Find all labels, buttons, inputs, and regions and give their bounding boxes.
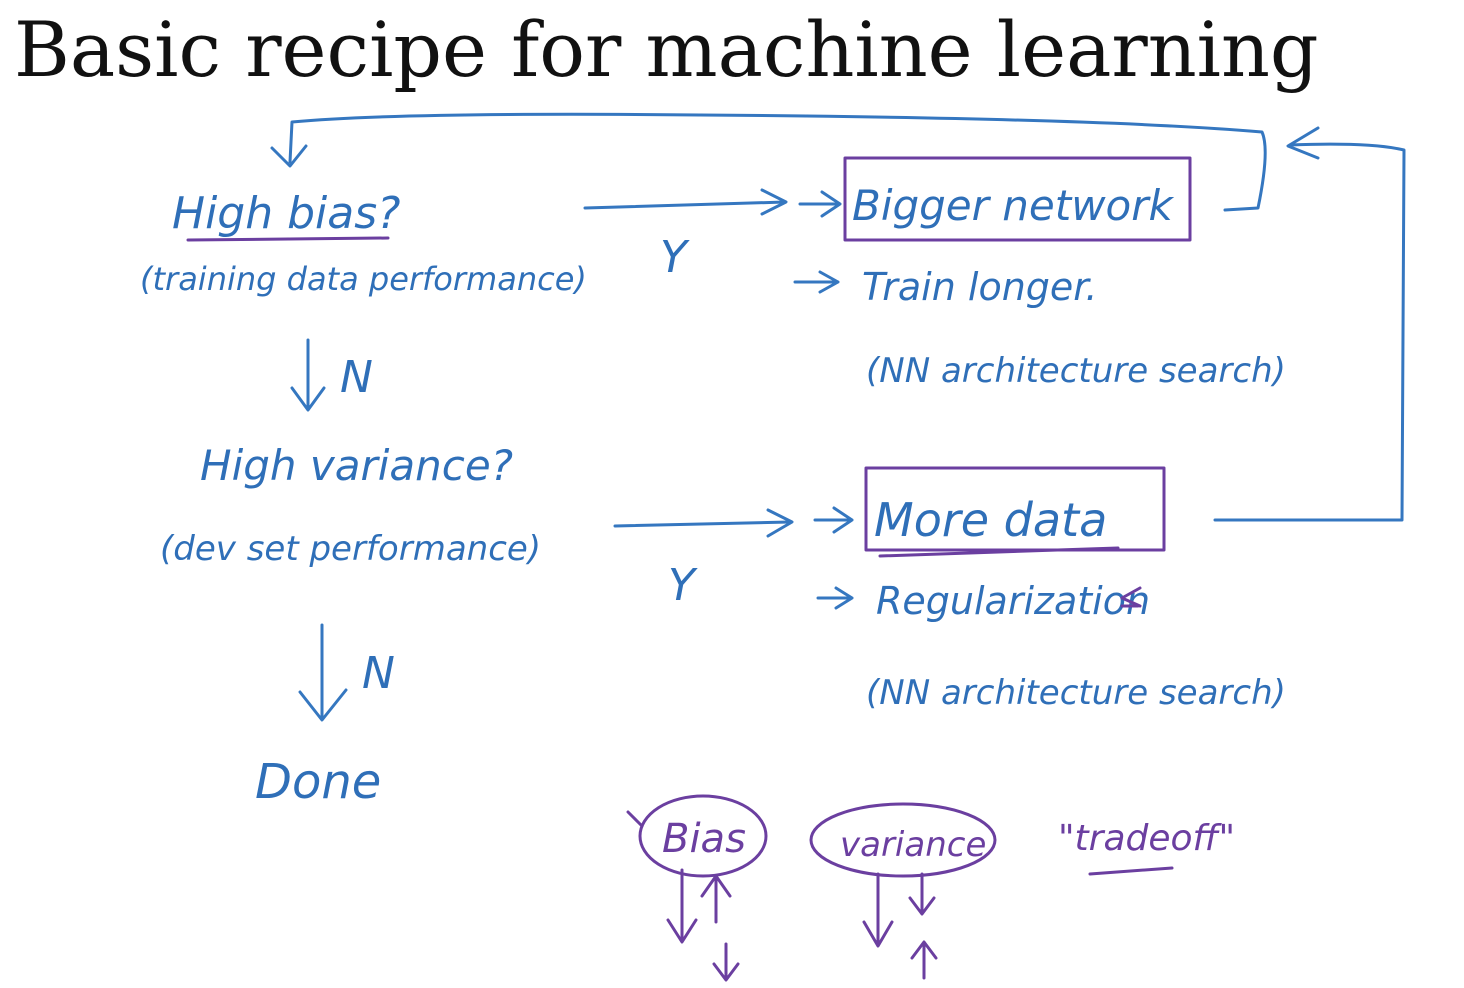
bias-down-arrow <box>666 868 698 944</box>
more-data-underline <box>878 546 1120 558</box>
bullet-arrow-bigger <box>798 190 842 218</box>
no-label-2: N <box>362 648 395 699</box>
yes-label-2: Y <box>668 560 698 611</box>
tradeoff-variance-label: variance <box>840 825 986 865</box>
no-arrowhead-1 <box>290 386 326 412</box>
more-data-label: More data <box>874 493 1107 547</box>
high-bias-underline <box>186 236 390 242</box>
slide-title: Basic recipe for machine learning <box>14 5 1319 94</box>
question-high-variance: High variance? <box>200 441 513 490</box>
no-arrowhead-2 <box>298 688 348 722</box>
yes-arrow-1 <box>583 200 787 210</box>
nn-architecture-search-label-2: (NN architecture search) <box>866 673 1286 713</box>
regularization-marker <box>1120 586 1142 608</box>
variance-up-arrow <box>910 940 938 980</box>
no-label-1: N <box>340 352 373 403</box>
yes-label-1: Y <box>660 232 690 283</box>
regularization-label: Regularization <box>876 579 1150 623</box>
bias-ellipse <box>638 794 768 878</box>
question-high-variance-subtitle: (dev set performance) <box>160 529 541 569</box>
bullet-arrow-train <box>793 270 840 294</box>
bias-up-arrow <box>700 874 732 924</box>
tradeoff-bias-label: Bias <box>662 816 746 862</box>
loop-arrowhead-bias <box>270 144 308 168</box>
tradeoff-underline <box>1088 866 1174 876</box>
yes-arrowhead-2 <box>766 508 794 538</box>
tradeoff-note: "tradeoff" <box>1058 818 1235 859</box>
question-high-bias-subtitle: (training data performance) <box>140 260 587 298</box>
loop-arrow-to-bias <box>288 112 1267 212</box>
question-high-bias: High bias? <box>172 188 401 239</box>
bullet-arrow-regularization <box>816 586 854 610</box>
done-label: Done <box>255 754 381 810</box>
loop-arrowhead-more-data <box>1286 126 1320 160</box>
variance-small-down-arrow <box>908 872 936 916</box>
yes-arrow-2 <box>613 520 792 528</box>
bias-small-down-arrow <box>712 942 740 982</box>
bigger-network-box <box>843 156 1192 242</box>
variance-ellipse <box>809 802 997 878</box>
variance-down-arrow <box>862 872 894 948</box>
bigger-network-label: Bigger network <box>852 181 1175 230</box>
loop-arrow-from-more-data <box>1213 142 1406 522</box>
bullet-arrow-more-data <box>813 506 854 534</box>
bias-ellipse-tick <box>626 810 644 828</box>
nn-architecture-search-label-1: (NN architecture search) <box>866 351 1286 391</box>
train-longer-label: Train longer. <box>862 265 1098 309</box>
yes-arrowhead-1 <box>760 188 788 216</box>
